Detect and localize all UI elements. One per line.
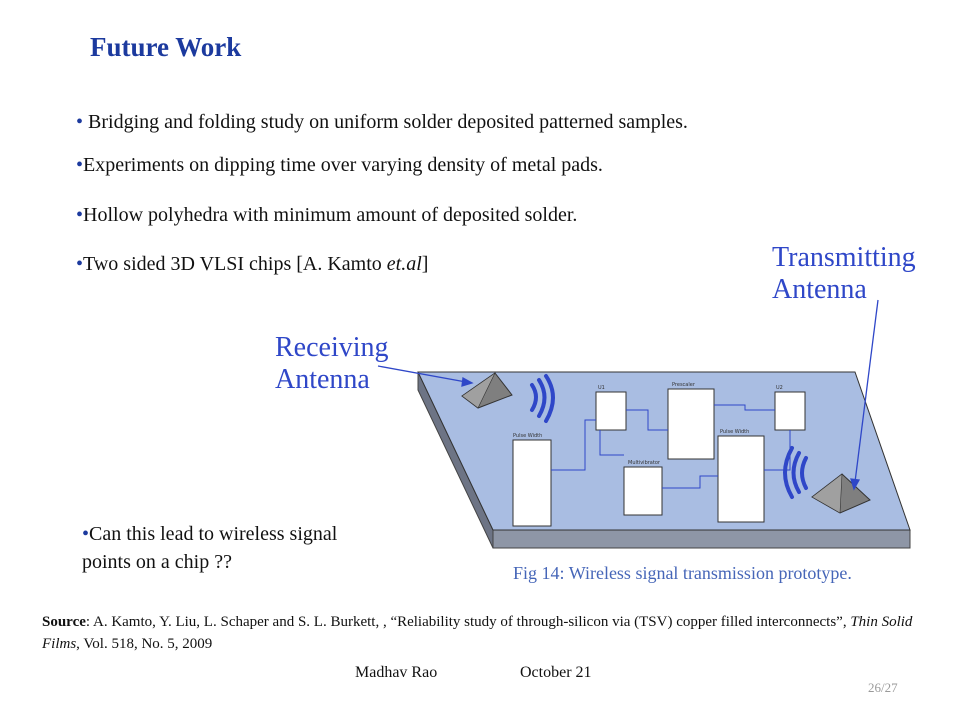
footer-author: Madhav Rao [355, 664, 438, 681]
bullet-item-2: •Experiments on dipping time over varyin… [76, 153, 603, 177]
bullet-text: Hollow polyhedra with minimum amount of … [83, 204, 578, 226]
source-citation: Source: A. Kamto, Y. Liu, L. Schaper and… [42, 611, 942, 655]
svg-text:U2: U2 [776, 385, 783, 391]
bullet-marker: • [76, 204, 84, 226]
page-number: 26/27 [868, 680, 898, 695]
source-prefix: Source [42, 614, 86, 630]
question-bullet: •Can this lead to wireless signal points… [82, 520, 382, 576]
svg-text:Prescaler: Prescaler [672, 382, 696, 388]
slide-title: Future Work [90, 32, 242, 62]
label-pointers [377, 299, 879, 491]
signal-waves-icon [783, 446, 808, 499]
source-text: : A. Kamto, Y. Liu, L. Schaper and S. L.… [85, 614, 851, 630]
bullet-text-end: ] [421, 253, 429, 275]
receiving-antenna-label: Receiving Antenna [275, 332, 389, 395]
svg-text:Pulse Width: Pulse Width [720, 429, 749, 435]
bullet-marker: • [76, 253, 84, 275]
svg-text:Multivibrator: Multivibrator [628, 460, 661, 466]
bullet-marker: • [76, 111, 84, 133]
footer-date: October 21 [520, 664, 592, 681]
source-tail: , Vol. 518, No. 5, 2009 [76, 636, 213, 652]
transmitting-antenna-label: Transmitting Antenna [772, 242, 916, 305]
source-journal: Thin Solid Films [42, 614, 913, 652]
bullet-text: Experiments on dipping time over varying… [83, 154, 603, 176]
bullet-marker: • [82, 523, 90, 545]
bullet-item-3: •Hollow polyhedra with minimum amount of… [76, 203, 577, 227]
bullet-marker: • [76, 154, 84, 176]
bullet-text: Bridging and folding study on uniform so… [88, 111, 688, 133]
bullet-text: Can this lead to wireless signal points … [82, 523, 338, 573]
signal-waves-icon [530, 374, 555, 423]
wires [551, 404, 791, 489]
bullet-item-4: •Two sided 3D VLSI chips [A. Kamto et.al… [76, 252, 428, 276]
svg-text:Pulse Width: Pulse Width [513, 433, 542, 439]
figure-caption: Fig 14: Wireless signal transmission pro… [513, 563, 852, 583]
bullet-text: Two sided 3D VLSI chips [A. Kamto [83, 253, 387, 275]
board-edge [492, 529, 911, 549]
svg-text:U1: U1 [598, 385, 605, 391]
bullet-text-italic: et.al [386, 253, 422, 275]
bullet-item-1: • Bridging and folding study on uniform … [76, 110, 688, 134]
circuit-blocks [512, 388, 806, 527]
